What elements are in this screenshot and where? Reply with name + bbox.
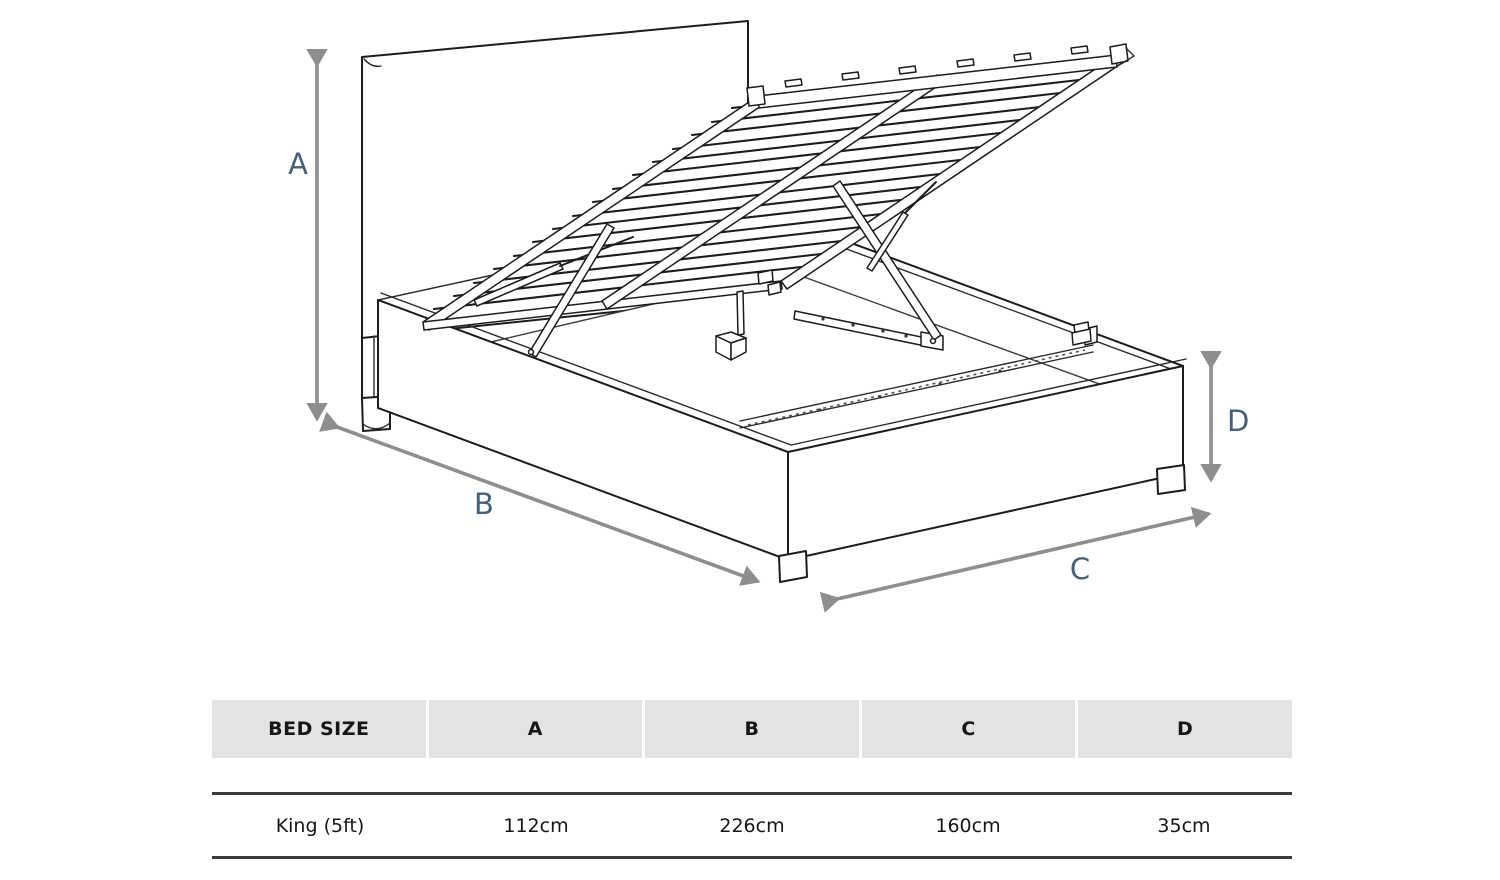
gas-piston <box>866 211 909 272</box>
table-row: King (5ft) 112cm 226cm 160cm 35cm <box>212 795 1292 856</box>
dim-label-c: C <box>1070 552 1090 586</box>
bed-diagram: A B C D <box>288 20 1249 613</box>
header-cell-a: A <box>428 700 643 758</box>
lid-corner-block-left <box>746 85 766 107</box>
header-cell-b: B <box>645 700 859 758</box>
dim-arrow-c <box>819 506 1212 613</box>
dim-arrow-b <box>319 411 761 586</box>
row-cell-bed-size: King (5ft) <box>275 814 365 837</box>
row-cell-c: 160cm <box>935 814 1001 837</box>
row-cell-a: 112cm <box>503 814 569 837</box>
header-cell-d: D <box>1078 700 1292 758</box>
lid-corner-block-right <box>1109 43 1129 65</box>
size-table-header: BED SIZE A B C D <box>212 700 1292 758</box>
box-foot-left-leg <box>778 550 808 583</box>
box-foot-right-leg <box>1156 464 1186 495</box>
row-cell-d: 35cm <box>1157 814 1211 837</box>
size-table: BED SIZE A B C D King (5ft) 112cm 226cm … <box>212 700 1292 859</box>
row-cell-b: 226cm <box>719 814 785 837</box>
dim-label-b: B <box>474 487 494 521</box>
latch-bracket <box>1071 321 1092 346</box>
dim-label-a: A <box>288 147 308 181</box>
slats <box>432 64 1101 311</box>
interior-support-block <box>715 331 747 361</box>
lift-mechanism-right <box>793 180 944 351</box>
lift-mechanism-left <box>473 223 634 358</box>
dimension-labels: A B C D <box>288 147 1249 586</box>
header-cell-bed-size: BED SIZE <box>212 700 426 758</box>
size-table-body: King (5ft) 112cm 226cm 160cm 35cm <box>212 792 1292 859</box>
lid-bottom-rail <box>422 280 783 331</box>
slat-holders <box>784 45 1089 88</box>
dim-label-d: D <box>1227 404 1249 438</box>
header-cell-c: C <box>861 700 1076 758</box>
dimension-arrows <box>306 48 1222 613</box>
lift-arm <box>832 180 942 341</box>
